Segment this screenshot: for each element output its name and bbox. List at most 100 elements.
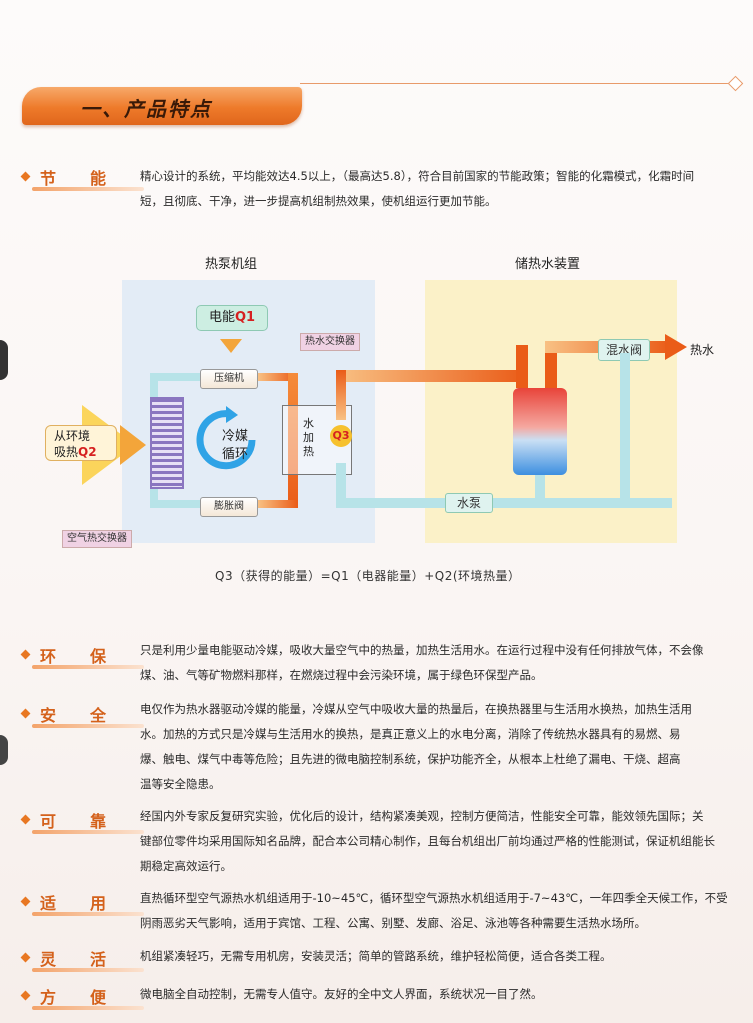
tank-return-pipe — [535, 475, 545, 505]
text-line: 微电脑全自动控制，无需专人值守。友好的全中文人界面，系统状况一目了然。 — [140, 987, 543, 1001]
label-underline — [32, 187, 144, 191]
left-panel-title: 热泵机组 — [205, 257, 258, 272]
label-underline — [32, 724, 144, 728]
environment-heat-q2: 从环境 吸热Q2 — [45, 425, 117, 461]
text-line: 精心设计的系统，平均能效达4.5以上，（最高达5.8），符合目前国家的节能政策；… — [140, 169, 695, 183]
refrigerant-pipe-top-left — [150, 373, 230, 381]
refrigerant-pipe-top-right — [258, 373, 296, 381]
hot-water-arrow-icon — [665, 334, 687, 360]
text-line: 阴雨恶劣天气影响，适用于宾馆、工程、公寓、别墅、发廊、浴足、泳池等各种需要生活热… — [140, 916, 646, 930]
bullet-diamond-icon — [20, 171, 31, 182]
expansion-valve-box: 膨胀阀 — [200, 497, 258, 517]
bullet-diamond-icon — [20, 649, 31, 660]
text-line: 直热循环型空气源热水机组适用于-10~45℃，循环型空气源热水机组适用于-7~4… — [140, 891, 728, 905]
env-label-1: 从环境 — [54, 429, 91, 443]
label-underline — [32, 1006, 144, 1010]
header-rule-diamond — [727, 75, 744, 92]
hot-water-label: 热水 — [690, 343, 715, 357]
text-line: 只是利用少量电能驱动冷媒，吸收大量空气中的热量，加热生活用水。在运行过程中没有任… — [140, 643, 704, 657]
label-char-1: 方 — [40, 988, 57, 1007]
text-line: 键部位零件均采用国际知名品牌，配合本公司精心制作，且每台机组出厂前均通过严格的性… — [140, 834, 715, 848]
q1-label: 电能 — [208, 310, 235, 325]
mixer-cold-pipe — [620, 353, 630, 503]
label-underline — [32, 830, 144, 834]
label-underline — [32, 968, 144, 972]
section-text-shiyong: 直热循环型空气源热水机组适用于-10~45℃，循环型空气源热水机组适用于-7~4… — [140, 886, 730, 936]
section-label-huanbao: 环 保 — [20, 643, 144, 669]
label-char-2: 用 — [90, 894, 107, 913]
water-hx-tag: 热水交换器 — [300, 333, 360, 351]
label-char-2: 便 — [90, 988, 107, 1007]
bullet-diamond-icon — [20, 896, 31, 907]
section-text-anquan: 电仅作为热水器驱动冷媒的能量，冷媒从空气中吸收大量的热量后，在换热器里与生活用水… — [140, 697, 730, 797]
text-line: 机组紧凑轻巧，无需专用机房，安装灵活；简单的管路系统，维护轻松简便，适合各类工程… — [140, 949, 612, 963]
text-line: 短，且彻底、干净，进一步提高机组制热效果，使机组运行更加节能。 — [140, 194, 497, 208]
storage-tank — [513, 388, 567, 475]
label-char-2: 保 — [90, 647, 107, 666]
water-heat-vertical-label: 水 加 热 — [303, 417, 314, 459]
text-line: 爆、触电、煤气中毒等危险；且先进的微电脑控制系统，保护功能齐全，从根本上杜绝了漏… — [140, 752, 681, 766]
air-hx-tag: 空气热交换器 — [62, 530, 132, 548]
section-text-huanbao: 只是利用少量电能驱动冷媒，吸收大量空气中的热量，加热生活用水。在运行过程中没有任… — [140, 638, 730, 688]
label-char-2: 能 — [90, 169, 107, 188]
section-label-kekao: 可 靠 — [20, 808, 144, 834]
refrigerant-label-1: 冷媒 — [222, 429, 249, 444]
label-char-1: 灵 — [40, 950, 57, 969]
page-title: 一、产品特点 — [80, 97, 212, 121]
text-line: 电仅作为热水器驱动冷媒的能量，冷媒从空气中吸收大量的热量后，在换热器里与生活用水… — [140, 702, 692, 716]
water-heat-char: 热 — [303, 445, 314, 458]
text-line: 经国内外专家反复研究实验，优化后的设计，结构紧凑美观，控制方便简洁，性能安全可靠… — [140, 809, 704, 823]
refrigerant-label-2: 循环 — [222, 447, 249, 462]
section-text-linghuo: 机组紧凑轻巧，无需专用机房，安装灵活；简单的管路系统，维护轻松简便，适合各类工程… — [140, 944, 730, 969]
water-heat-char: 水 — [303, 417, 314, 430]
tank-inlet-pipe — [516, 345, 528, 388]
label-char-2: 活 — [90, 950, 107, 969]
label-underline — [32, 912, 144, 916]
label-char-1: 适 — [40, 894, 57, 913]
q1-tag: Q1 — [234, 310, 256, 325]
label-char-1: 安 — [40, 706, 57, 725]
text-line: 温等安全隐患。 — [140, 777, 221, 791]
hot-water-pipe-to-tank — [336, 370, 526, 382]
refrigerant-pipe-right — [288, 373, 298, 508]
bullet-diamond-icon — [20, 952, 31, 963]
label-char-2: 靠 — [90, 812, 107, 831]
compressor-box: 压缩机 — [200, 369, 258, 389]
water-pump-box: 水泵 — [445, 493, 493, 513]
text-line: 期稳定高效运行。 — [140, 859, 232, 873]
energy-input-arrow-icon — [220, 339, 242, 353]
bullet-diamond-icon — [20, 708, 31, 719]
return-pipe-riser — [336, 463, 346, 508]
label-underline — [32, 665, 144, 669]
q3-badge: Q3 — [330, 425, 352, 447]
right-panel-title: 储热水装置 — [515, 257, 581, 272]
section-text-fangbian: 微电脑全自动控制，无需专人值守。友好的全中文人界面，系统状况一目了然。 — [140, 982, 730, 1007]
cold-water-pipe — [336, 498, 672, 508]
section-text-kekao: 经国内外专家反复研究实验，优化后的设计，结构紧凑美观，控制方便简洁，性能安全可靠… — [140, 804, 730, 879]
label-char-1: 可 — [40, 812, 57, 831]
heat-pump-diagram: 热泵机组 储热水装置 压缩机 膨胀阀 电能Q1 冷媒 循环 空气热交换器 热水交… — [0, 245, 753, 590]
refrigerant-cycle-arrow-icon — [196, 406, 256, 470]
refrigerant-pipe-bottom-right — [258, 500, 298, 508]
bullet-diamond-icon — [20, 990, 31, 1001]
label-char-2: 全 — [90, 706, 107, 725]
text-line: 煤、油、气等矿物燃料那样，在燃烧过程中会污染环境，属于绿色环保型产品。 — [140, 668, 543, 682]
water-heat-char: 加 — [303, 431, 314, 444]
text-line: 水。加热的方式只是冷媒与生活用水的换热，是真正意义上的水电分离，消除了传统热水器… — [140, 727, 681, 741]
section-label-fangbian: 方 便 — [20, 984, 144, 1010]
section-title-banner: 一、产品特点 — [22, 87, 302, 125]
label-char-1: 节 — [40, 169, 57, 188]
section-label-shiyong: 适 用 — [20, 890, 144, 916]
refrigerant-pipe-bottom-left — [150, 500, 200, 508]
air-heat-exchanger-coil — [150, 397, 184, 489]
section-label-linghuo: 灵 活 — [20, 946, 144, 972]
q2-tag: Q2 — [78, 445, 97, 459]
binding-hole — [0, 340, 8, 380]
bullet-diamond-icon — [20, 814, 31, 825]
binding-hole — [0, 735, 8, 765]
section-label-anquan: 安 全 — [20, 702, 144, 728]
hot-water-pipe-riser — [336, 370, 346, 420]
energy-formula: Q3（获得的能量）=Q1（电器能量）+Q2(环境热量） — [215, 569, 521, 583]
header-rule — [300, 83, 733, 84]
electric-energy-q1: 电能Q1 — [196, 305, 268, 331]
